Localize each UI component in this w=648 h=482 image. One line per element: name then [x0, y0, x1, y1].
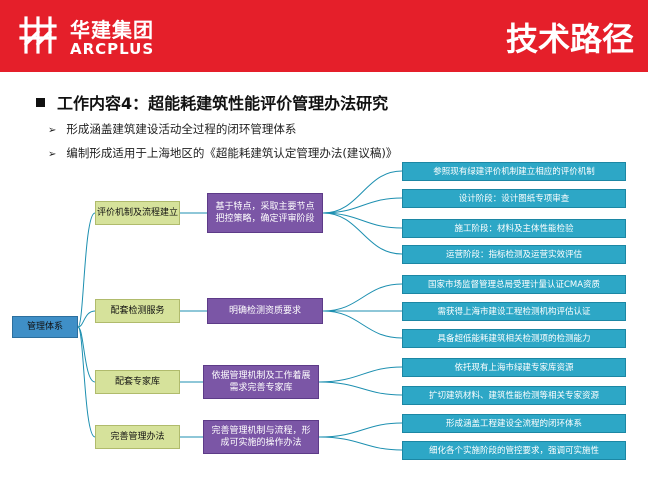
detail-node: 形成涵盖工程建设全流程的闭环体系	[402, 414, 626, 433]
category-node: 完善管理办法	[95, 425, 180, 449]
bullet-text: 形成涵盖建筑建设活动全过程的闭环管理体系	[66, 122, 297, 136]
strategy-node: 基于特点，采取主要节点把控策略，确定评审阶段	[207, 193, 323, 233]
category-node: 配套检测服务	[95, 299, 180, 323]
root-node: 管理体系	[12, 316, 78, 338]
strategy-node: 完善管理机制与流程，形成可实施的操作办法	[203, 420, 319, 454]
detail-node: 参照现有绿建评价机制建立相应的评价机制	[402, 162, 626, 181]
category-node: 配套专家库	[95, 370, 180, 394]
detail-node: 设计阶段：设计图纸专项审查	[402, 189, 626, 208]
logo-chinese-text: 华建集团	[70, 18, 154, 42]
detail-node: 需获得上海市建设工程检测机构评估认证	[402, 302, 626, 321]
square-bullet-icon	[36, 98, 45, 107]
detail-node: 国家市场监督管理总局受理计量认证CMA资质	[402, 275, 626, 294]
detail-node: 运营阶段：指标检测及运营实效评估	[402, 245, 626, 264]
detail-node: 扩切建筑材料、建筑性能检测等相关专家资源	[402, 386, 626, 405]
arcplus-logo-icon	[19, 16, 57, 54]
category-node: 评价机制及流程建立	[95, 201, 180, 225]
logo-english-text: ARCPLUS	[70, 40, 155, 58]
detail-node: 具备超低能耗建筑相关检测项的检测能力	[402, 329, 626, 348]
page-title: 技术路径	[505, 20, 634, 58]
detail-node: 依托现有上海市绿建专家库资源	[402, 358, 626, 377]
strategy-node: 依据管理机制及工作着展需求完善专家库	[203, 365, 319, 399]
section-heading: 工作内容4：超能耗建筑性能评价管理办法研究	[36, 90, 388, 114]
arrow-bullet-icon: ➢	[48, 125, 57, 136]
detail-node: 施工阶段：材料及主体性能检验	[402, 219, 626, 238]
bullet-item: ➢ 编制形成适用于上海地区的《超能耗建筑认定管理办法(建议稿)》	[48, 145, 397, 161]
bullet-item: ➢ 形成涵盖建筑建设活动全过程的闭环管理体系	[48, 121, 296, 137]
header-bar: 华建集团 ARCPLUS 技术路径	[0, 0, 648, 72]
bullet-text: 编制形成适用于上海地区的《超能耗建筑认定管理办法(建议稿)》	[66, 146, 398, 160]
section-heading-text: 工作内容4：超能耗建筑性能评价管理办法研究	[57, 94, 389, 113]
strategy-node: 明确检测资质要求	[207, 298, 323, 324]
detail-node: 细化各个实施阶段的管控要求，强调可实施性	[402, 441, 626, 460]
arrow-bullet-icon: ➢	[48, 149, 57, 160]
